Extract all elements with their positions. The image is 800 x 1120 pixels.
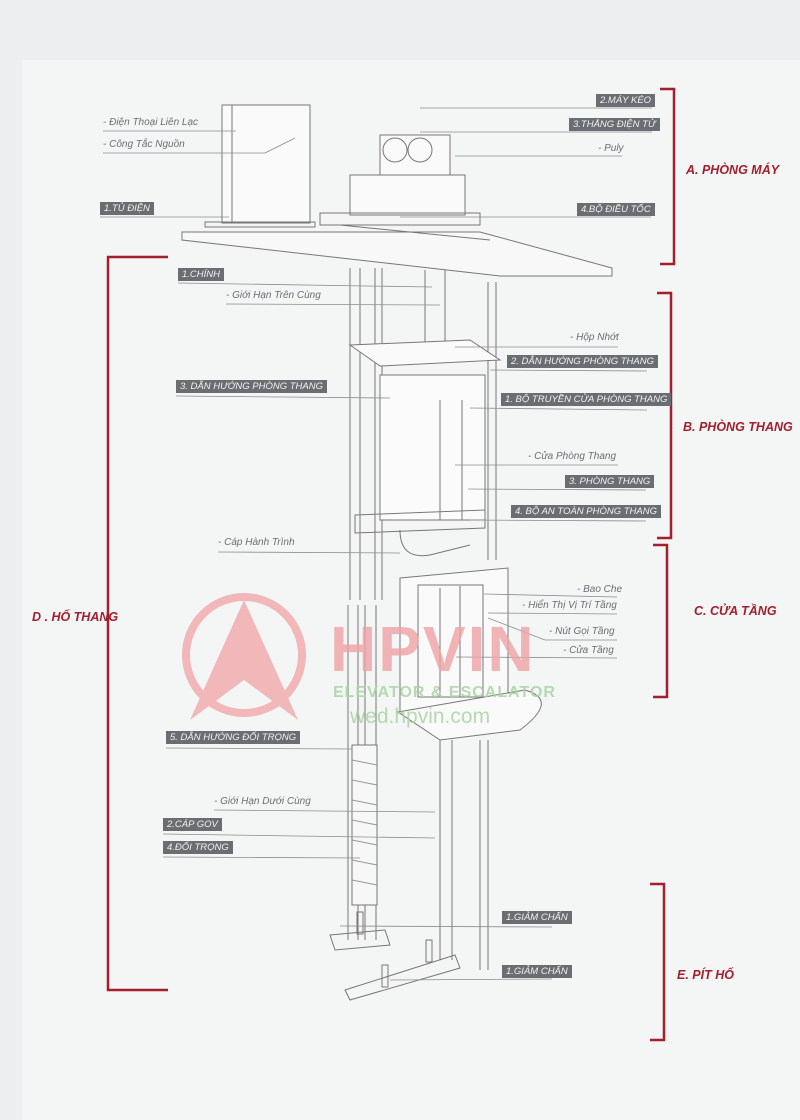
label-giam-chan-2: 1.GIẢM CHẤN <box>502 965 572 978</box>
label-cua-phong-thang: - Cửa Phòng Thang <box>528 451 617 462</box>
label-giam-chan-1: 1.GIẢM CHẤN <box>502 911 572 924</box>
bracket-a <box>660 87 676 266</box>
machine-room-slab <box>181 231 613 277</box>
traction-machine <box>319 134 491 241</box>
label-bao-che: - Bao Che <box>577 584 623 595</box>
bracket-e <box>650 882 666 1042</box>
label-phong-thang: 3. PHÒNG THANG <box>565 475 655 488</box>
elevator-car <box>348 339 502 557</box>
label-dan-huong-phong-thang-right: 2. DẪN HƯỚNG PHÒNG THANG <box>507 355 658 368</box>
section-e-title: E. PÍT HỐ <box>677 968 734 982</box>
label-doi-trong: 4.ĐỐI TRỌNG <box>163 841 233 854</box>
label-hien-thi: - Hiển Thị Vị Trí Tầng <box>522 600 617 611</box>
watermark-brand: HPVIN <box>330 613 536 685</box>
section-b-title: B. PHÒNG THANG <box>683 420 793 434</box>
label-bo-truyen-cua: 1. BỘ TRUYỀN CỬA PHÒNG THANG <box>501 393 672 406</box>
bracket-b <box>657 291 673 540</box>
label-bo-dieu-toc: 4.BỘ ĐIỀU TỐC <box>577 203 655 216</box>
label-dien-thoai: - Điện Thoại Liên Lạc <box>103 117 199 128</box>
control-cabinet <box>221 104 311 224</box>
pit-base-left <box>329 929 391 951</box>
label-gioi-han-tren: - Giới Hạn Trên Cùng <box>226 290 321 301</box>
label-dan-huong-phong-thang-left: 3. DẪN HƯỚNG PHÒNG THANG <box>176 380 327 393</box>
watermark-logo <box>182 593 306 720</box>
label-cua-tang: - Cửa Tầng <box>563 645 614 656</box>
label-dan-huong-doi-trong: 5. DẪN HƯỚNG ĐỐI TRỌNG <box>166 731 301 744</box>
landing-door <box>396 567 542 741</box>
label-gioi-han-duoi: - Giới Hạn Dưới Cùng <box>214 796 311 807</box>
label-cap-hanh-trinh: - Cáp Hành Trình <box>218 537 295 548</box>
section-c-title: C. CỬA TẦNG <box>694 604 777 618</box>
counterweight <box>351 744 378 906</box>
label-nut-goi: - Nút Gọi Tầng <box>549 626 615 637</box>
label-bo-an-toan: 4. BỘ AN TOÀN PHÒNG THANG <box>511 505 661 518</box>
label-puly: - Puly <box>598 143 624 154</box>
label-cong-tac: - Công Tắc Nguồn <box>103 139 185 150</box>
label-may-keo: 2.MÁY KÉO <box>596 94 656 107</box>
bracket-d <box>106 255 168 992</box>
watermark-tagline: ELEVATOR & ESCALATOR <box>333 684 556 701</box>
bracket-c <box>653 543 669 699</box>
section-d-title: D . HỐ THANG <box>32 610 119 624</box>
label-chinh: 1.CHÍNH <box>178 268 225 281</box>
section-a-title: A. PHÒNG MÁY <box>686 163 780 177</box>
watermark-url: wed.hpvin.com <box>350 705 491 728</box>
label-tu-dien: 1.TỦ ĐIỆN <box>100 202 154 215</box>
label-cap-gov: 2.CÁP GOV <box>163 818 222 831</box>
label-thang-dien-tu: 3.THẮNG ĐIỆN TỬ <box>569 118 660 131</box>
label-hop-nhot: - Hộp Nhớt <box>570 332 619 343</box>
pit-base-right <box>344 954 461 1001</box>
